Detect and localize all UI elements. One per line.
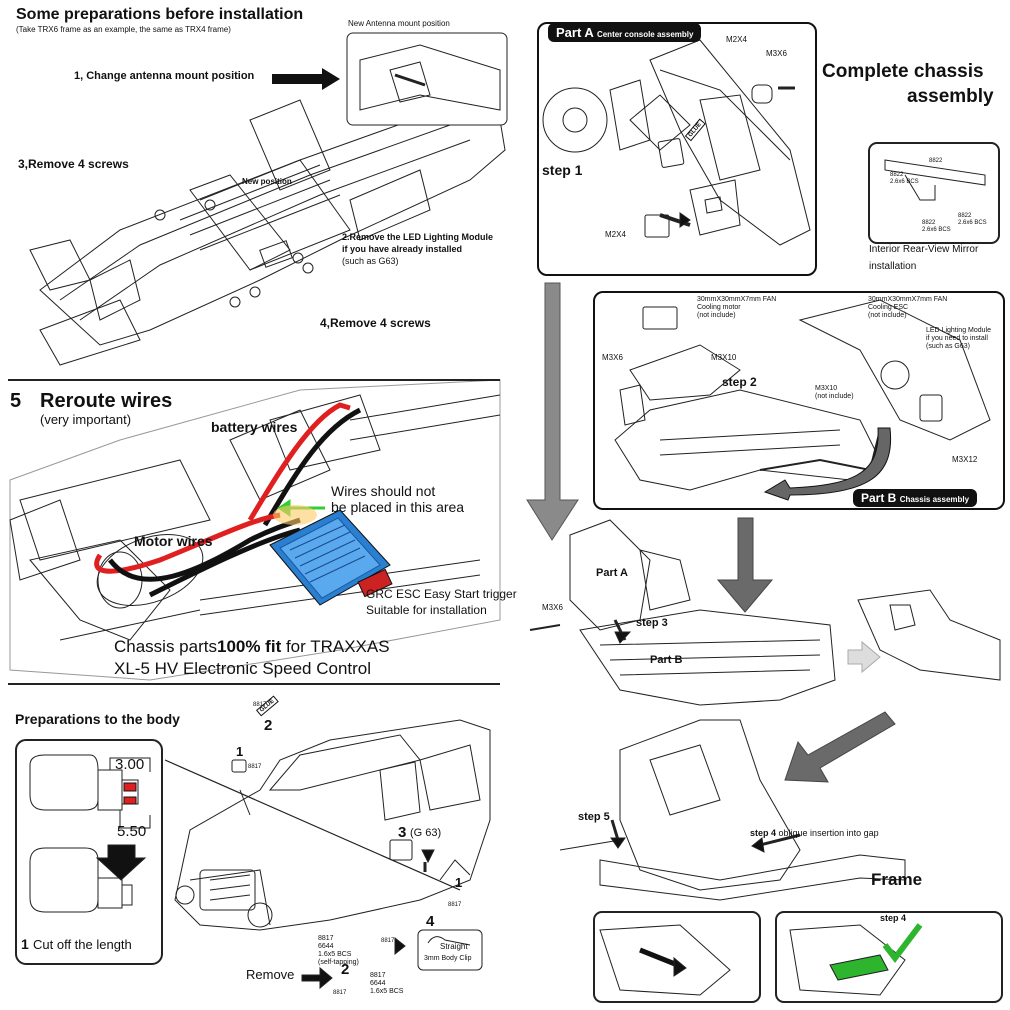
fit-line2: XL-5 HV Electronic Speed Control: [114, 659, 372, 678]
reroute-title: Reroute wires: [40, 390, 173, 412]
m2x4-label-bottom: M2X4: [605, 230, 626, 239]
m3x6-label-c: M3X6: [542, 603, 563, 612]
part-a-short: Part A: [596, 567, 628, 579]
g63-label: (G 63): [410, 827, 442, 839]
part-b-panel: [593, 291, 1005, 510]
new-antenna-label: New Antenna mount position: [348, 19, 450, 28]
prep-step3: 3,Remove 4 screws: [18, 157, 129, 171]
remove-label: Remove: [246, 967, 295, 982]
m3x12-label: M3X12: [952, 455, 978, 464]
chassis-frame-illustration: [29, 99, 506, 366]
m3x6-label-top: M3X6: [766, 49, 787, 58]
cut-text: Cut off the length: [33, 937, 132, 952]
clip-line1: Straight: [440, 942, 468, 951]
prep-step1: 1, Change antenna mount position: [74, 70, 255, 82]
fan-motor-label: 30mmX30mmX7mm FAN Cooling motor (not inc…: [697, 296, 777, 320]
car-body-illustration: [164, 719, 491, 931]
prep-title: Some preparations before installation: [16, 6, 304, 23]
step1-label: step 1: [542, 162, 583, 178]
mirror-spec-b: 8822 2.6x6 BCS: [922, 220, 951, 233]
new-position-label: New position: [242, 177, 292, 186]
screw-spec-a: 8817 6644 1.6x5 BCS (self-tapping): [318, 935, 359, 967]
code-8817-c: 8817: [448, 902, 462, 908]
part-b-label: Part B Chassis assembly: [853, 489, 978, 507]
prep-subtitle: (Take TRX6 frame as an example, the same…: [16, 25, 231, 34]
body-step4: 4: [426, 913, 435, 930]
step3-assembly-illustration: [529, 519, 836, 706]
code-8822-a: 8822: [929, 158, 943, 164]
body-step3: 3: [398, 824, 407, 841]
esc-chassis-illustration: [9, 379, 501, 681]
assembly-title-1: Complete chassis: [822, 61, 984, 82]
frame-label: Frame: [871, 870, 923, 889]
step3-label: step 3: [636, 617, 668, 629]
reroute-number: 5: [10, 390, 22, 412]
step5-label: step 5: [578, 811, 610, 823]
code-8817-a: 8817: [253, 702, 267, 708]
dim-550: 5.50: [117, 823, 147, 840]
m3x10-not-include: M3X10 (not include): [815, 385, 854, 401]
cut-number: 1: [21, 936, 29, 952]
warning-line1: Wires should not: [331, 483, 436, 499]
led-module-label: LED Lighting Module if you need to insta…: [926, 327, 991, 351]
code-8817-d: 8817: [381, 938, 395, 944]
motor-wires-label: Motor wires: [134, 533, 213, 549]
body-step2-bottom: 2: [341, 961, 350, 978]
body-title: Preparations to the body: [15, 711, 180, 727]
prep-step2-title: 2.Remove the LED Lighting Module: [342, 232, 494, 242]
m3x6-label-b: M3X6: [602, 353, 623, 362]
esc-line1: GRC ESC Easy Start trigger: [366, 587, 517, 601]
code-8817-e: 8817: [333, 990, 347, 996]
frame-assembly-illustration: [559, 719, 906, 901]
center-console-illustration: [542, 39, 811, 246]
part-b-short: Part B: [650, 654, 683, 666]
mirror-line1: Interior Rear-View Mirror: [869, 244, 979, 255]
assembly-title-2: assembly: [907, 86, 994, 107]
step2-label: step 2: [722, 375, 757, 389]
esc-line2: Suitable for installation: [366, 603, 487, 617]
step4-oblique: step 4 oblique insertion into gap: [750, 828, 879, 838]
mirror-spec-a: 8822 2.6x6 BCS: [890, 172, 919, 185]
battery-wires-label: battery wires: [211, 419, 298, 435]
prep-step2-line2: if you have already installed: [342, 244, 463, 254]
m3x10-label: M3X10: [711, 353, 737, 362]
body-step1-top: 1: [236, 744, 244, 759]
part-a-label: Part A Center console assembly: [548, 23, 702, 42]
mirror-spec-c: 8822 2.6x6 BCS: [958, 213, 987, 226]
fit-line1: Chassis parts100% fit for TRAXXAS: [114, 637, 390, 656]
step4-inset-label: step 4: [880, 913, 907, 923]
prep-step4: 4,Remove 4 screws: [320, 316, 431, 330]
body-step2-top: 2: [264, 717, 273, 734]
fan-esc-label: 30mmX30mmX7mm FAN Cooling ESC (not inclu…: [868, 296, 948, 320]
chassis-part-b-illustration: [614, 299, 991, 501]
warning-line2: be placed in this area: [331, 499, 465, 515]
reroute-note: (very important): [40, 412, 132, 427]
part-a-panel: [537, 22, 817, 276]
m2x4-label-top: M2X4: [726, 35, 747, 44]
mirror-line2: installation: [869, 261, 917, 272]
black-arrow-icon: [272, 68, 340, 90]
clip-line2: 3mm Body Clip: [424, 955, 472, 962]
body-step1-bottom: 1: [455, 875, 463, 890]
screw-spec-b: 8817 6644 1.6x5 BCS: [370, 972, 404, 996]
dim-300: 3.00: [115, 756, 145, 773]
esc-unit-illustration: [269, 509, 393, 606]
prep-step2-line3: (such as G63): [342, 256, 399, 266]
code-8817-b: 8817: [248, 764, 262, 770]
